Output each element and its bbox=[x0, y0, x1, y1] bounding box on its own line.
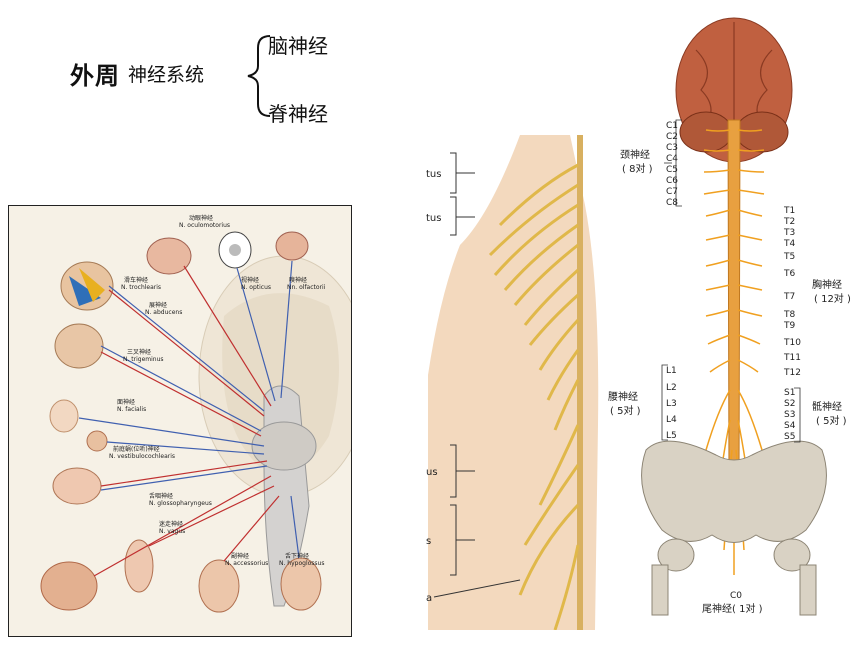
cn-lat-facial: N. facialis bbox=[117, 406, 146, 413]
cn-lat-vestibulocochlear: N. vestibulocochlearis bbox=[109, 453, 175, 460]
label-T2: T2 bbox=[783, 217, 795, 227]
label-S1: S1 bbox=[784, 388, 795, 398]
cn-lat-optic: N. opticus bbox=[241, 284, 271, 291]
cranial-nerves-figure: 动眼神经 N. oculomotorius 视神经 N. opticus 嗅神经… bbox=[8, 205, 352, 637]
branch-spinal: 脊神经 bbox=[268, 102, 328, 126]
cn-label-optic: 视神经 bbox=[241, 276, 259, 284]
cn-lat-glossopharyngeal: N. glossopharyngeus bbox=[149, 500, 212, 507]
cn-lat-vagus: N. vagus bbox=[159, 528, 185, 535]
label-L4: L4 bbox=[666, 415, 677, 425]
group-lumbar: 腰神经 bbox=[608, 390, 638, 403]
cn-label-trigeminal: 三叉神经 bbox=[127, 348, 151, 356]
cn-label-abducens: 展神经 bbox=[149, 301, 167, 309]
group-cervical-count: ( 8对 ) bbox=[622, 162, 653, 175]
cranial-nerves-illustration: 动眼神经 N. oculomotorius 视神经 N. opticus 嗅神经… bbox=[40, 214, 351, 613]
group-lumbar-count: ( 5对 ) bbox=[610, 404, 641, 417]
group-thoracic-count: ( 12对 ) bbox=[814, 292, 851, 305]
cn-label-trochlear: 滑车神经 bbox=[124, 276, 148, 284]
fragment-label-1: tus bbox=[426, 169, 441, 180]
label-C8: C8 bbox=[666, 198, 678, 208]
cn-lat-trochlear: N. trochlearis bbox=[121, 284, 161, 291]
label-C5: C5 bbox=[666, 165, 678, 175]
branch-cranial: 脑神经 bbox=[268, 34, 328, 58]
label-T4: T4 bbox=[783, 239, 795, 249]
fragment-label-3: us bbox=[426, 467, 438, 478]
label-T6: T6 bbox=[783, 269, 795, 279]
cn-label-olfactory: 嗅神经 bbox=[289, 276, 307, 284]
label-L5: L5 bbox=[666, 431, 677, 441]
group-thoracic: 胸神经 bbox=[812, 278, 842, 291]
label-C0: C0 bbox=[730, 591, 742, 601]
label-T10: T10 bbox=[783, 338, 801, 348]
cn-lat-abducens: N. abducens bbox=[145, 309, 182, 316]
label-C3: C3 bbox=[666, 143, 678, 153]
group-cervical: 颈神经 bbox=[620, 148, 650, 161]
label-S3: S3 bbox=[784, 410, 795, 420]
group-sacral: 骶神经 bbox=[812, 400, 842, 413]
label-C6: C6 bbox=[666, 176, 678, 186]
brace-icon bbox=[247, 35, 271, 117]
label-C4: C4 bbox=[666, 154, 678, 164]
label-T5: T5 bbox=[783, 252, 795, 262]
label-S5: S5 bbox=[784, 432, 795, 442]
title-peripheral: 外周 bbox=[70, 62, 120, 90]
cn-lat-oculomotor: N. oculomotorius bbox=[179, 222, 230, 229]
cn-label-vestibulocochlear: 前庭蜗(位听)神经 bbox=[113, 445, 160, 453]
label-T7: T7 bbox=[783, 292, 795, 302]
label-S2: S2 bbox=[784, 399, 795, 409]
label-T1: T1 bbox=[783, 206, 795, 216]
fragment-label-2: tus bbox=[426, 213, 441, 224]
label-T11: T11 bbox=[783, 353, 801, 363]
cn-lat-olfactory: Nn. olfactorii bbox=[287, 284, 326, 291]
label-C2: C2 bbox=[666, 132, 678, 142]
label-L1: L1 bbox=[666, 366, 677, 376]
label-T3: T3 bbox=[783, 228, 795, 238]
label-C7: C7 bbox=[666, 187, 678, 197]
label-C1: C1 bbox=[666, 121, 678, 131]
label-S4: S4 bbox=[784, 421, 796, 431]
fragment-label-4: s bbox=[426, 536, 431, 547]
cn-label-hypoglossal: 舌下神经 bbox=[285, 552, 309, 560]
cn-label-facial: 面神经 bbox=[117, 398, 135, 406]
spinal-cord-figure: C1 C2 C3 C4 C5 C6 C7 C8 T1 T2 T3 T4 T5 T… bbox=[608, 17, 851, 616]
torso-spinal-figure: tus tus us s a bbox=[426, 125, 604, 630]
label-T8: T8 bbox=[783, 310, 795, 320]
label-L2: L2 bbox=[666, 383, 677, 393]
group-coccygeal: 尾神经( 1对 ) bbox=[702, 602, 763, 615]
cn-label-vagus: 迷走神经 bbox=[159, 520, 183, 528]
cn-label-accessory: 副神经 bbox=[231, 552, 249, 560]
fragment-label-5: a bbox=[426, 593, 432, 604]
cn-label-glossopharyngeal: 舌咽神经 bbox=[149, 492, 173, 500]
cn-lat-trigeminal: N. trigeminus bbox=[123, 356, 164, 363]
label-T9: T9 bbox=[783, 321, 795, 331]
cn-label-oculomotor: 动眼神经 bbox=[189, 214, 213, 222]
cn-lat-hypoglossal: N. hypoglossus bbox=[279, 560, 324, 567]
group-sacral-count: ( 5对 ) bbox=[816, 414, 847, 427]
cn-lat-accessory: N. accessorius bbox=[225, 560, 268, 567]
label-T12: T12 bbox=[783, 368, 801, 378]
title-nervous-system: 神经系统 bbox=[128, 64, 205, 86]
label-L3: L3 bbox=[666, 399, 677, 409]
